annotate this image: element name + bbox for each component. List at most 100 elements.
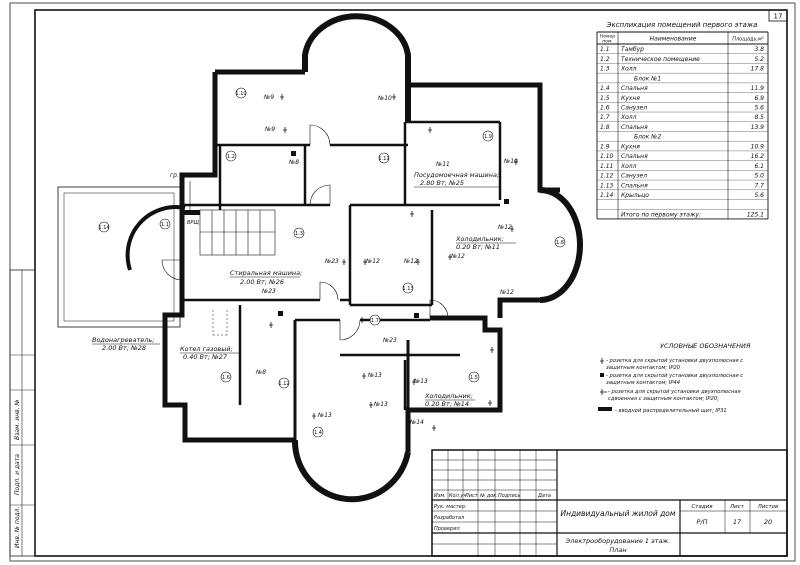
row-name: Холл [620,66,637,73]
project-name: Индивидуальный жилой дом [560,509,675,518]
row-area: 5.6 [754,105,764,112]
svg-text:Разработал: Разработал [434,515,465,521]
legend: УСЛОВНЫЕ ОБОЗНАЧЕНИЯ - розетка для скрыт… [598,342,751,414]
explication-table: Экспликация помещений первого этажа Номе… [596,21,769,220]
sheet-value: 17 [733,518,742,526]
svg-text:№9: №9 [264,126,275,133]
wiring [212,310,228,336]
row-num: 1.9 [600,143,610,150]
row-name: Санузел [621,105,647,112]
row-num: 1.14 [600,192,614,199]
svg-text:№23: №23 [324,258,339,265]
row-area: 11.9 [751,85,765,92]
svg-text:- розетка для скрытой установк: - розетка для скрытой установки двухполю… [606,358,743,364]
svg-text:1.5: 1.5 [470,375,478,381]
door-swings [161,124,449,341]
svg-text:Подпись: Подпись [498,493,521,499]
stamp-replace-label: Взам. инв. № [14,399,21,440]
row-name: Техническое помещение [621,56,700,63]
svg-text:- розетка для скрытой установк: - розетка для скрытой установки двухполю… [606,373,743,379]
panel-label: ВРЩ [187,220,199,226]
svg-text:№ док.: № док. [479,493,498,499]
row-name: Тамбур [621,46,644,53]
row-name: Блок №2 [634,134,661,141]
svg-text:1.11: 1.11 [378,156,389,162]
sheets-value: 20 [764,518,772,526]
svg-text:№10: №10 [377,95,392,102]
row-area: 13.9 [751,124,765,131]
row-area: 16.2 [751,153,765,160]
row-area: 5.0 [754,173,764,180]
legend-item-socket-ip44: - розетка для скрытой установки двухполю… [600,373,743,386]
svg-text:№13: №13 [413,378,428,385]
svg-text:1.3: 1.3 [295,231,303,237]
water-heater-label: Водонагреватель; [92,336,154,344]
explication-title: Экспликация помещений первого этажа [606,21,758,29]
row-name: Холл [620,163,637,170]
dishwasher-power: 2.80 Вт; №25 [420,179,464,187]
svg-text:1.9: 1.9 [484,134,492,140]
row-area: 6.1 [754,163,764,170]
svg-text:№14: №14 [409,419,424,426]
fridge-2-power: 0.20 Вт; №14 [425,400,469,408]
svg-text:Рук. мастер.: Рук. мастер. [434,504,467,510]
svg-text:Проверил: Проверил [434,526,460,532]
svg-text:Стадия: Стадия [691,504,713,510]
row-area: 8.5 [754,114,764,121]
svg-text:1.2: 1.2 [227,154,235,160]
row-num: 1.2 [600,56,610,63]
svg-text:1.4: 1.4 [314,430,322,436]
dishwasher-label: Посудомоечная машина; [414,171,499,179]
row-num: 1.10 [600,153,614,160]
group-range-label: гр. №15-24 [170,172,205,179]
svg-text:- розетка для скрытой установк: - розетка для скрытой установки двухполю… [608,389,741,395]
svg-text:№13: №13 [367,372,382,379]
row-num: 1.1 [600,46,610,53]
row-area: 5.2 [754,56,764,63]
stage-value: Р/П [697,518,708,526]
stairs [199,209,276,256]
svg-text:1.13: 1.13 [402,286,413,292]
row-area: 6.9 [754,95,764,102]
row-num: 1.13 [600,182,614,189]
header-num-2: пом. [602,40,613,45]
svg-text:1.8: 1.8 [556,240,564,246]
svg-text:Лист: Лист [464,493,479,499]
svg-text:Лист: Лист [729,504,745,510]
svg-text:Кол.уч: Кол.уч [449,493,466,499]
svg-text:- вводной распределительный щи: - вводной распределительный щит; IP31 [615,408,727,414]
svg-text:1.6: 1.6 [222,375,230,381]
svg-text:№10: №10 [503,158,518,165]
svg-text:Листов: Листов [757,504,779,510]
svg-text:защитным контактом; IP44: защитным контактом; IP44 [606,380,680,386]
double-socket-icon [600,389,607,395]
washer-label: Стиральная машина; [230,269,302,277]
svg-text:Изм.: Изм. [434,493,446,499]
svg-text:1.14: 1.14 [98,225,109,231]
svg-text:№23: №23 [382,337,397,344]
boiler-label: Котел газовый; [180,345,233,353]
panel-icon [598,407,612,411]
row-num: 1.12 [600,173,614,180]
svg-text:№12: №12 [365,258,380,265]
row-name: Спальня [621,85,648,92]
row-num: 1.4 [600,85,610,92]
socket-group-labels: №9 №9 №8 №10 №10 №12 №11 №12 №12 №12 №23… [255,94,518,426]
title-block: Изм. Кол.уч Лист № док. Подпись Дата Рук… [431,449,788,557]
svg-text:1.7: 1.7 [371,318,379,324]
socket-ip44-icon [600,373,604,377]
stamp-inv-label: Инв. № подл. [14,507,21,548]
row-num: 1.5 [600,95,610,102]
svg-text:1.1: 1.1 [161,222,169,228]
svg-text:№12: №12 [403,258,418,265]
side-stamp: Инв. № подл. Подп. и дата Взам. инв. № [9,269,36,557]
washer-power: 2.00 Вт; №26 [240,278,284,286]
legend-item-panel: - вводной распределительный щит; IP31 [598,407,727,414]
row-num: 1.7 [600,114,610,121]
row-num: 1.8 [600,124,610,131]
svg-text:№11: №11 [435,161,450,168]
svg-text:№9: №9 [263,94,274,101]
row-area: 17.8 [751,66,765,73]
svg-text:№12: №12 [450,253,465,260]
